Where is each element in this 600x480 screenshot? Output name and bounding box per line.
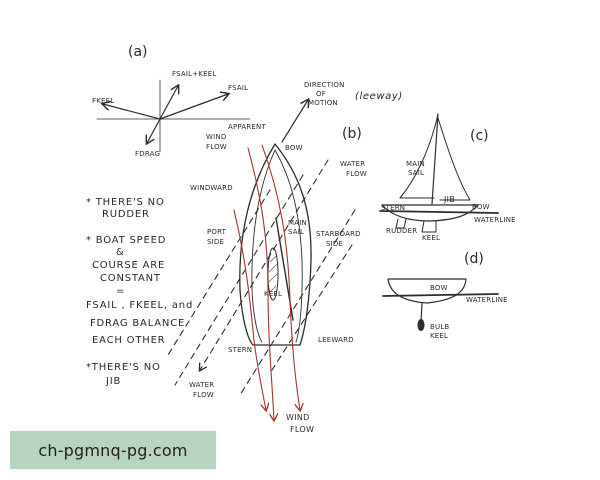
watermark-badge: ch-pgmnq-pg.com — [10, 431, 216, 469]
note-line-4: & — [116, 247, 125, 258]
hull-outline — [239, 143, 312, 346]
vector-label-fkeel: FKEEL — [92, 97, 114, 105]
note-line-6: CONSTANT — [100, 273, 161, 284]
bow-label: BOW — [285, 144, 303, 152]
panel-d: (d) BOW WATERLINE BULB KEEL — [382, 251, 508, 340]
water-flow-line-1 — [200, 159, 329, 370]
wind-flow-line-2 — [261, 144, 300, 410]
wind-flow-line-1 — [247, 147, 274, 420]
watermark-text: ch-pgmnq-pg.com — [38, 440, 188, 460]
port-side-label-2: SIDE — [207, 238, 224, 246]
note-line-2: RUDDER — [102, 209, 150, 220]
main-sail-label-2: SAIL — [288, 228, 304, 236]
panel-d-label: (d) — [464, 251, 484, 267]
water-flow-line-5 — [271, 244, 353, 371]
direction-of-motion-label-3: MOTION — [308, 99, 338, 107]
water-flow-top-label-1: WATER — [340, 160, 365, 168]
water-flow-top-label-2: FLOW — [346, 170, 367, 178]
note-line-10: EACH OTHER — [92, 335, 165, 346]
waterline-side-label: WATERLINE — [474, 216, 516, 224]
bulb-keel-label-1: BULB — [430, 323, 449, 331]
water-flow-line-2 — [174, 174, 304, 386]
note-line-7: = — [116, 286, 125, 297]
jib-label: JIB — [443, 195, 455, 204]
water-flow-line-4 — [167, 189, 271, 356]
main-sail-label-1: MAIN — [288, 219, 307, 227]
bow-side-label: BOW — [472, 203, 490, 211]
hull-cross-section — [387, 278, 467, 304]
stern-label: STERN — [228, 346, 252, 354]
keel-hatch-2 — [268, 263, 278, 273]
keel-hatch-3 — [268, 273, 278, 283]
vector-fkeel — [103, 104, 161, 120]
keel-label: KEEL — [264, 290, 282, 298]
vector-fsail-keel — [159, 86, 178, 120]
jib-sail — [437, 117, 471, 201]
apparent-wind-label-3: FLOW — [206, 143, 227, 151]
panel-a-label: (a) — [128, 44, 148, 60]
starboard-side-label-2: SIDE — [326, 240, 343, 248]
main-sail-side — [399, 113, 439, 199]
direction-of-motion-label-2: OF — [316, 90, 326, 98]
water-flow-bottom-label-2: FLOW — [193, 391, 214, 399]
note-line-3: * BOAT SPEED — [86, 235, 166, 246]
notes: * THERE'S NO RUDDER * BOAT SPEED & COURS… — [86, 197, 193, 387]
vector-fdrag — [147, 118, 161, 143]
note-line-11: *THERE'S NO — [86, 362, 161, 373]
apparent-wind-label-2: WIND — [206, 133, 226, 141]
leeway-label: (leeway) — [355, 91, 403, 102]
vector-label-fsail-keel: FSAIL+KEEL — [172, 70, 216, 78]
wind-flow-bottom-label-1: WIND — [286, 413, 310, 422]
direction-of-motion-label-1: DIRECTION — [304, 81, 345, 89]
panel-c: (c) MAIN SAIL JIB BOW STERN WATERLINE RU… — [379, 113, 516, 242]
hull-deck-line — [251, 149, 303, 343]
vector-label-fsail: FSAIL — [228, 84, 248, 92]
note-line-8: FSAIL , FKEEL, and — [86, 300, 193, 311]
note-line-9: FDRAG BALANCE — [90, 318, 185, 329]
wind-flow-line-3 — [233, 209, 266, 410]
keel-hatch-1 — [269, 255, 277, 263]
keel-bulb — [417, 319, 425, 331]
panel-c-label: (c) — [470, 128, 489, 144]
bulb-keel-label-2: KEEL — [430, 332, 448, 340]
vector-fsail — [159, 94, 228, 120]
windward-label: WINDWARD — [190, 184, 233, 192]
hull-side — [381, 204, 479, 222]
panel-b: (b) DIRECTION OF MOTION (leeway) APPAREN… — [167, 81, 403, 434]
waterline-side — [379, 210, 499, 214]
waterline-cross — [382, 293, 499, 297]
waterline-cross-label: WATERLINE — [466, 296, 508, 304]
panel-b-label: (b) — [342, 126, 362, 142]
stern-side-label: STERN — [381, 204, 405, 212]
port-side-label-1: PORT — [207, 228, 227, 236]
direction-of-motion-arrow — [281, 100, 308, 143]
note-line-1: * THERE'S NO — [86, 197, 165, 208]
keel-side — [421, 220, 437, 233]
water-flow-line-3 — [239, 209, 356, 396]
panel-a: (a) FSAIL+KEEL FSAIL FKEEL FDRAG — [92, 44, 251, 158]
rudder-shape — [395, 218, 407, 229]
main-sail-side-label-2: SAIL — [408, 169, 424, 177]
main-sail-side-label-1: MAIN — [406, 160, 425, 168]
keel-side-label: KEEL — [422, 234, 440, 242]
apparent-wind-label-1: APPARENT — [228, 123, 266, 131]
keel-hatch-4 — [269, 285, 277, 293]
mast — [431, 113, 439, 205]
rudder-label: RUDDER — [386, 227, 417, 235]
note-line-12: JIB — [105, 376, 121, 387]
bow-cross-label: BOW — [430, 284, 448, 292]
starboard-side-label-1: STARBOARD — [316, 230, 361, 238]
keel-fin — [420, 302, 423, 323]
vector-label-fdrag: FDRAG — [135, 150, 160, 158]
leeward-label: LEEWARD — [318, 336, 354, 344]
wind-flow-bottom-label-2: FLOW — [290, 425, 314, 434]
water-flow-bottom-label-1: WATER — [189, 381, 214, 389]
note-line-5: COURSE ARE — [92, 260, 165, 271]
